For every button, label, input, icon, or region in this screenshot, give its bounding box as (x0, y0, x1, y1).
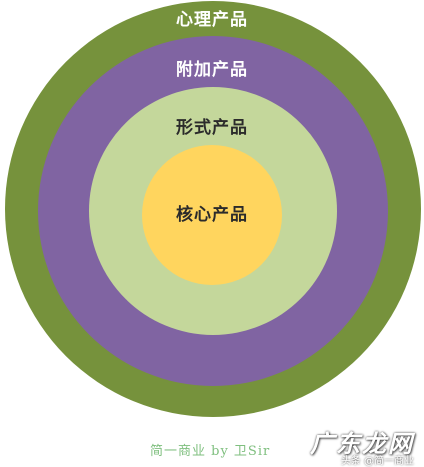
label-core-product: 核心产品 (176, 205, 248, 225)
watermark: 广东龙网 头条 @简一商业 (268, 424, 418, 467)
label-psychological-product: 心理产品 (176, 10, 248, 30)
label-formal-product: 形式产品 (176, 118, 248, 138)
ring-core-product (142, 145, 282, 285)
watermark-brand: 广东龙网 (310, 430, 414, 458)
author-credit: 简一商业 by 卫Sir (150, 444, 271, 459)
label-additional-product: 附加产品 (176, 60, 248, 80)
watermark-source: 头条 @简一商业 (340, 456, 414, 467)
